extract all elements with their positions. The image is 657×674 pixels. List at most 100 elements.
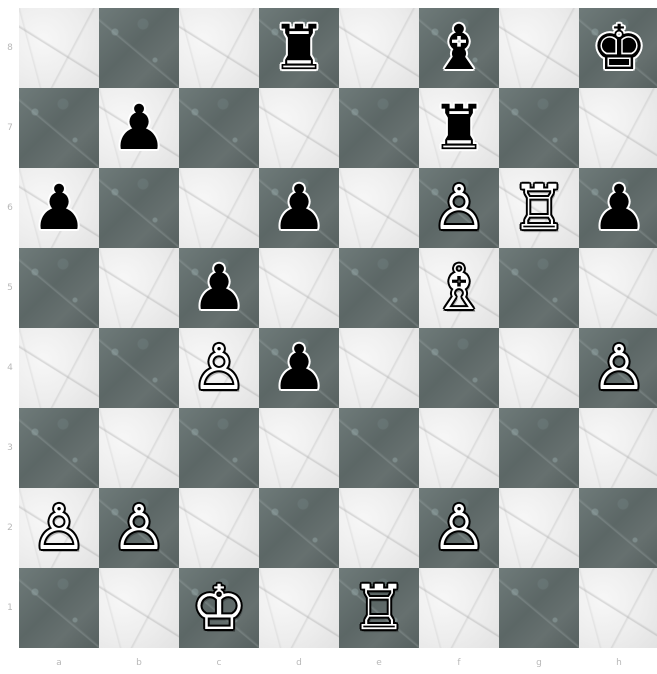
black-pawn-c5[interactable]: ♟ [179, 248, 259, 328]
rank-label-7: 7 [4, 88, 16, 168]
square-a3[interactable] [19, 408, 99, 488]
square-d8[interactable]: ♜ [259, 8, 339, 88]
square-b6[interactable] [99, 168, 179, 248]
rank-label-8: 8 [4, 8, 16, 88]
square-f6[interactable]: ♙ [419, 168, 499, 248]
square-g7[interactable] [499, 88, 579, 168]
square-f5[interactable]: ♗ [419, 248, 499, 328]
file-label-g: g [499, 656, 579, 670]
square-a1[interactable] [19, 568, 99, 648]
black-pawn-h6[interactable]: ♟ [579, 168, 657, 248]
square-f2[interactable]: ♙ [419, 488, 499, 568]
white-pawn-h4[interactable]: ♙ [579, 328, 657, 408]
square-g5[interactable] [499, 248, 579, 328]
rank-label-6: 6 [4, 168, 16, 248]
square-e6[interactable] [339, 168, 419, 248]
square-g3[interactable] [499, 408, 579, 488]
white-rook-g6[interactable]: ♖ [499, 168, 579, 248]
square-d7[interactable] [259, 88, 339, 168]
square-d4[interactable]: ♟ [259, 328, 339, 408]
square-e8[interactable] [339, 8, 419, 88]
file-label-f: f [419, 656, 499, 670]
square-e7[interactable] [339, 88, 419, 168]
file-label-h: h [579, 656, 657, 670]
file-label-c: c [179, 656, 259, 670]
square-h5[interactable] [579, 248, 657, 328]
square-g2[interactable] [499, 488, 579, 568]
white-rook-e1[interactable]: ♖ [339, 568, 419, 648]
square-h1[interactable] [579, 568, 657, 648]
chessboard[interactable]: ♜♝♚♟♜♟♟♙♖♟♟♗♙♟♙♙♙♙♔♖ [19, 8, 657, 648]
white-bishop-f5[interactable]: ♗ [419, 248, 499, 328]
square-c7[interactable] [179, 88, 259, 168]
square-h8[interactable]: ♚ [579, 8, 657, 88]
square-b5[interactable] [99, 248, 179, 328]
square-a2[interactable]: ♙ [19, 488, 99, 568]
square-d1[interactable] [259, 568, 339, 648]
square-c3[interactable] [179, 408, 259, 488]
square-c2[interactable] [179, 488, 259, 568]
square-f3[interactable] [419, 408, 499, 488]
white-pawn-f6[interactable]: ♙ [419, 168, 499, 248]
white-pawn-c4[interactable]: ♙ [179, 328, 259, 408]
square-c4[interactable]: ♙ [179, 328, 259, 408]
square-d5[interactable] [259, 248, 339, 328]
black-pawn-a6[interactable]: ♟ [19, 168, 99, 248]
square-c1[interactable]: ♔ [179, 568, 259, 648]
square-a7[interactable] [19, 88, 99, 168]
square-f1[interactable] [419, 568, 499, 648]
square-c8[interactable] [179, 8, 259, 88]
square-b1[interactable] [99, 568, 179, 648]
square-a8[interactable] [19, 8, 99, 88]
black-pawn-b7[interactable]: ♟ [99, 88, 179, 168]
black-rook-d8[interactable]: ♜ [259, 8, 339, 88]
rank-label-2: 2 [4, 488, 16, 568]
square-a6[interactable]: ♟ [19, 168, 99, 248]
square-g4[interactable] [499, 328, 579, 408]
rank-label-4: 4 [4, 328, 16, 408]
rank-label-3: 3 [4, 408, 16, 488]
white-king-c1[interactable]: ♔ [179, 568, 259, 648]
square-c6[interactable] [179, 168, 259, 248]
black-pawn-d4[interactable]: ♟ [259, 328, 339, 408]
black-rook-f7[interactable]: ♜ [419, 88, 499, 168]
square-e5[interactable] [339, 248, 419, 328]
square-e4[interactable] [339, 328, 419, 408]
rank-label-5: 5 [4, 248, 16, 328]
square-b3[interactable] [99, 408, 179, 488]
black-pawn-d6[interactable]: ♟ [259, 168, 339, 248]
black-king-h8[interactable]: ♚ [579, 8, 657, 88]
square-h6[interactable]: ♟ [579, 168, 657, 248]
file-label-a: a [19, 656, 99, 670]
square-d3[interactable] [259, 408, 339, 488]
square-f8[interactable]: ♝ [419, 8, 499, 88]
square-a4[interactable] [19, 328, 99, 408]
square-f7[interactable]: ♜ [419, 88, 499, 168]
square-h3[interactable] [579, 408, 657, 488]
square-f4[interactable] [419, 328, 499, 408]
square-d6[interactable]: ♟ [259, 168, 339, 248]
square-b8[interactable] [99, 8, 179, 88]
square-e1[interactable]: ♖ [339, 568, 419, 648]
black-bishop-f8[interactable]: ♝ [419, 8, 499, 88]
square-b4[interactable] [99, 328, 179, 408]
square-b2[interactable]: ♙ [99, 488, 179, 568]
square-d2[interactable] [259, 488, 339, 568]
file-label-b: b [99, 656, 179, 670]
white-pawn-f2[interactable]: ♙ [419, 488, 499, 568]
square-e3[interactable] [339, 408, 419, 488]
square-g6[interactable]: ♖ [499, 168, 579, 248]
square-h7[interactable] [579, 88, 657, 168]
white-pawn-a2[interactable]: ♙ [19, 488, 99, 568]
white-pawn-b2[interactable]: ♙ [99, 488, 179, 568]
file-label-d: d [259, 656, 339, 670]
square-e2[interactable] [339, 488, 419, 568]
square-a5[interactable] [19, 248, 99, 328]
square-h4[interactable]: ♙ [579, 328, 657, 408]
square-c5[interactable]: ♟ [179, 248, 259, 328]
square-g8[interactable] [499, 8, 579, 88]
square-h2[interactable] [579, 488, 657, 568]
square-g1[interactable] [499, 568, 579, 648]
square-b7[interactable]: ♟ [99, 88, 179, 168]
